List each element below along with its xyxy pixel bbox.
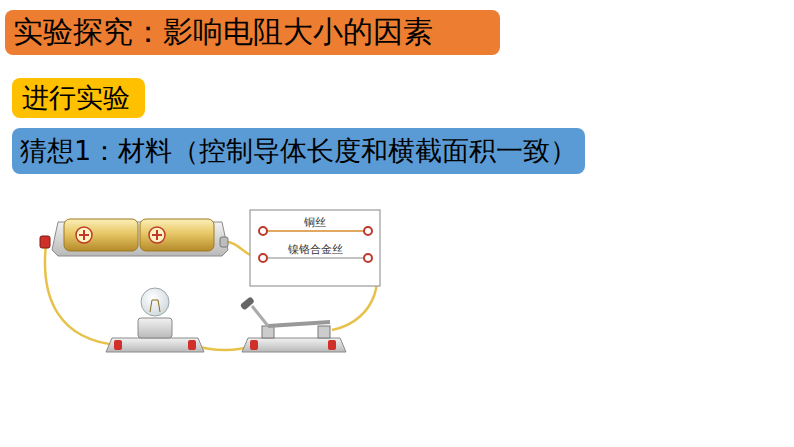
hypothesis-band: 猜想1：材料（控制导体长度和横截面积一致）	[12, 128, 585, 174]
wire-board	[250, 210, 380, 286]
battery	[40, 219, 228, 256]
heading-text: 实验探究：影响电阻大小的因素	[13, 12, 433, 53]
heading-text: 进行实验	[22, 80, 130, 116]
title-band: 实验探究：影响电阻大小的因素	[5, 10, 500, 55]
switch	[240, 296, 346, 352]
step-box: 进行实验	[12, 78, 145, 118]
wire-label: 铜丝	[302, 216, 328, 229]
wire	[45, 242, 377, 350]
heading-text: 猜想1：材料（控制导体长度和横截面积一致）	[20, 133, 577, 169]
wire-board: 铜丝镍铬合金丝	[250, 210, 380, 286]
wire-label: 镍铬合金丝	[286, 243, 345, 256]
bulb	[106, 288, 204, 352]
